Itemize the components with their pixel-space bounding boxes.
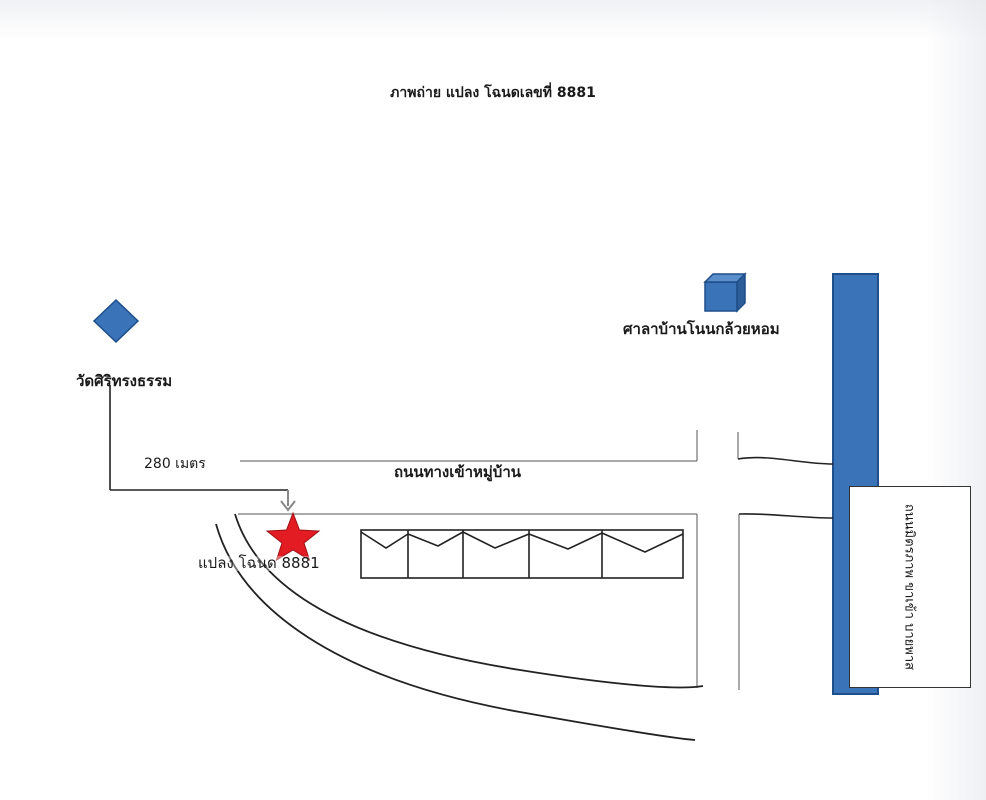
highway-label-box: ถนนมิตรภาพ ขาเข้า บายพาส	[849, 486, 971, 688]
highway-connector-upper	[737, 456, 834, 465]
highway-label: ถนนมิตรภาพ ขาเข้า บายพาส	[901, 503, 917, 671]
hall-label: ศาลาบ้านโนนกล้วยหอม	[623, 320, 780, 338]
cube-icon	[703, 272, 747, 313]
scan-shading-top	[0, 0, 986, 40]
shophouse-row	[360, 529, 684, 579]
highway-connector-lower	[738, 513, 834, 519]
plot-label: แปลง โฉนด 8881	[198, 554, 320, 572]
temple-label: วัดศิริทรงธรรม	[76, 372, 173, 390]
canal-line-inner	[234, 513, 704, 689]
map-title: ภาพถ่าย แปลง โฉนดเลขที่ 8881	[390, 85, 596, 101]
route-arrow-head	[280, 500, 296, 512]
canal-line-outer	[215, 523, 696, 741]
distance-label: 280 เมตร	[144, 456, 206, 472]
village-road-label: ถนนทางเข้าหมู่บ้าน	[394, 463, 522, 481]
star-icon	[265, 511, 321, 562]
diamond-icon	[92, 298, 140, 344]
